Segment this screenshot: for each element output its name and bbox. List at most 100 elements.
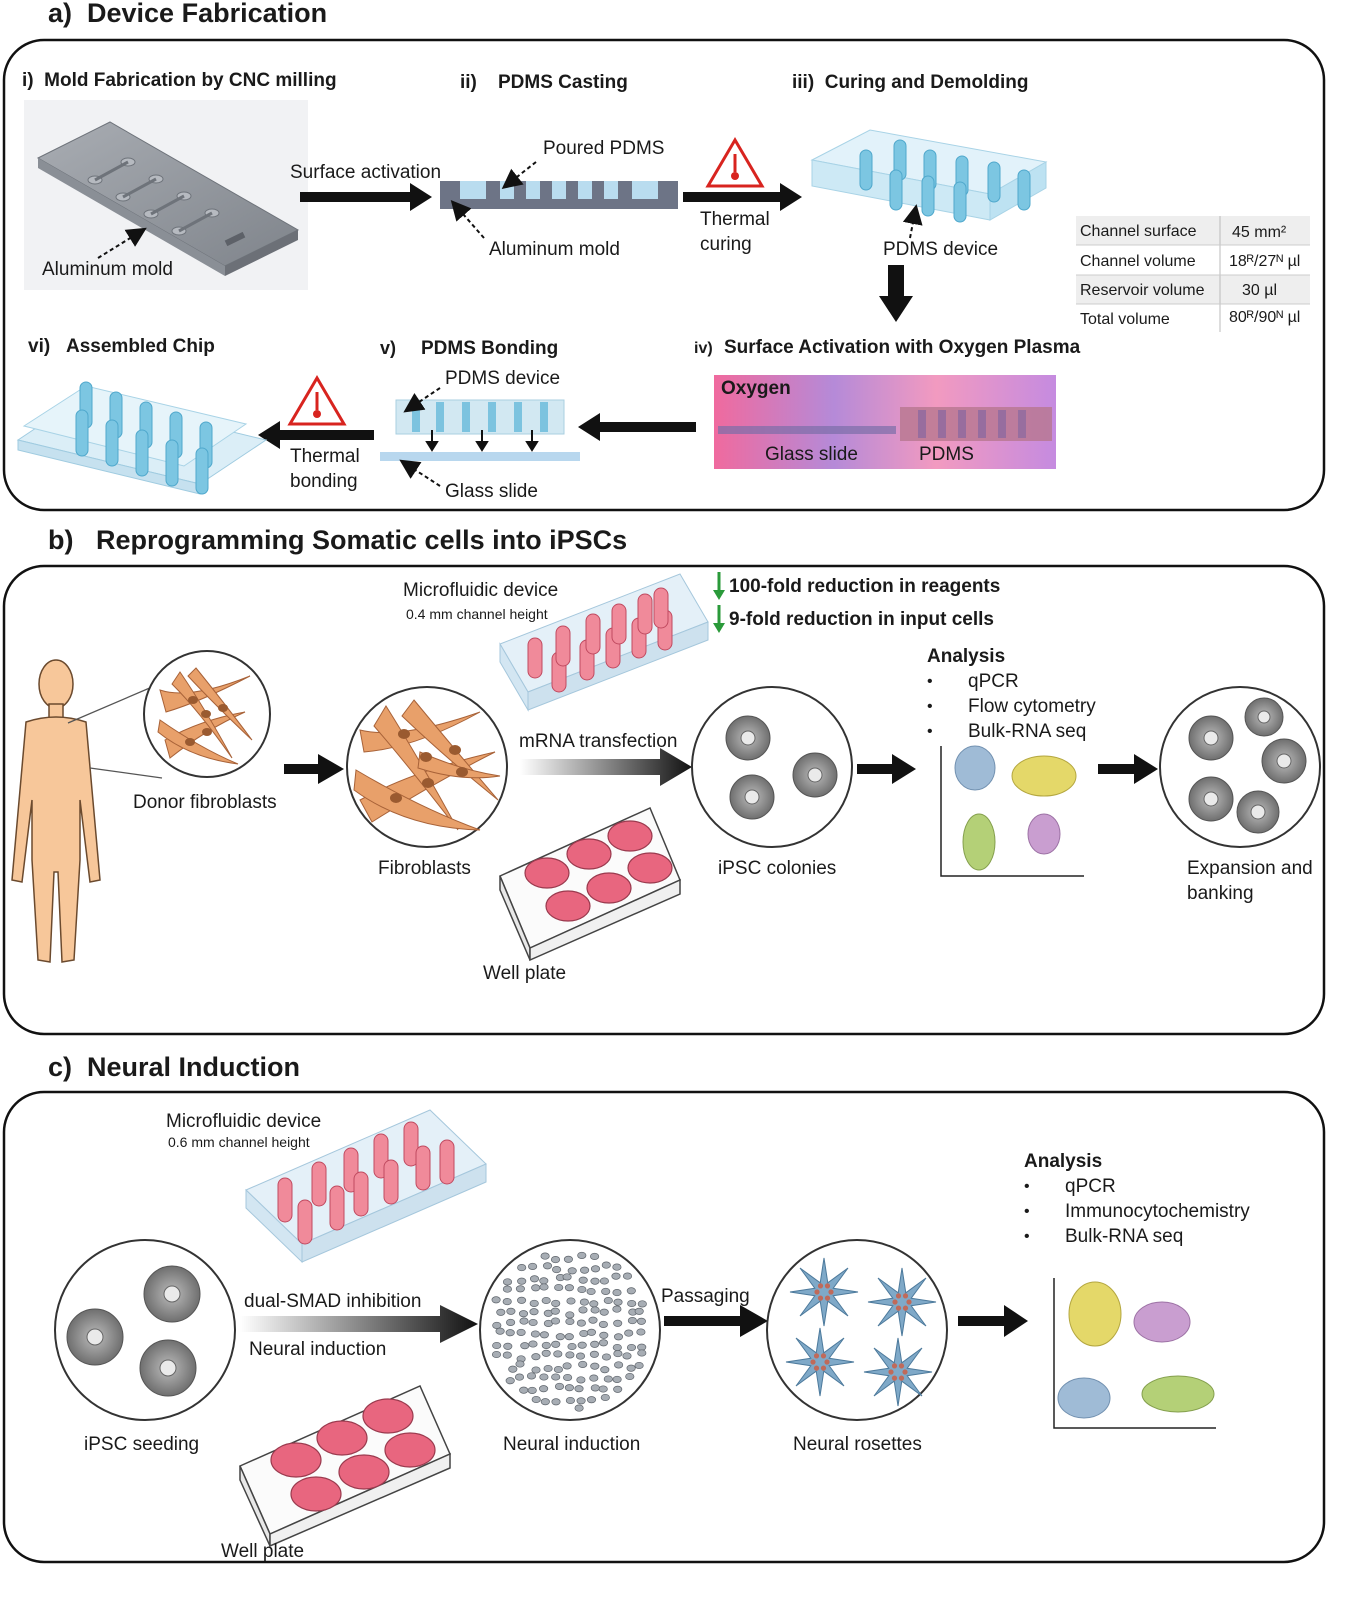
- pdms-device-illustration: [810, 129, 1048, 223]
- panel-a-heading: a) Device Fabrication: [48, 0, 327, 28]
- neural-cell: [565, 1317, 575, 1326]
- neural-cell: [626, 1364, 636, 1372]
- analysis-c-item-1: qPCR: [1065, 1176, 1116, 1197]
- neural-cell: [577, 1341, 587, 1349]
- rosette-nucleus: [820, 1365, 827, 1371]
- neural-cell: [624, 1329, 634, 1337]
- neural-rosette: [789, 1257, 859, 1327]
- bullet: •: [927, 698, 933, 715]
- passaging-label: Passaging: [661, 1286, 750, 1307]
- neural-cell: [531, 1284, 541, 1292]
- table-value-channel-volume: 18ᴿ/27ᴺ µl: [1229, 253, 1300, 270]
- neural-cell: [601, 1287, 611, 1295]
- rosette-nucleus: [898, 1363, 905, 1369]
- neural-cell: [637, 1343, 647, 1351]
- neural-cell: [528, 1262, 538, 1270]
- neural-cell: [590, 1362, 600, 1370]
- panel-b-frame: [2, 564, 1326, 1036]
- neural-cell: [517, 1264, 527, 1272]
- neural-cell: [539, 1277, 549, 1285]
- neural-cell: [502, 1278, 513, 1286]
- neural-cell: [600, 1393, 610, 1402]
- arrow-ii-to-iii: [683, 183, 802, 211]
- bullet: •: [927, 723, 933, 740]
- neural-cell: [519, 1386, 529, 1394]
- table-label-reservoir-volume: Reservoir volume: [1080, 282, 1205, 299]
- neural-cell: [502, 1298, 512, 1306]
- rosette-nucleus: [895, 1305, 902, 1311]
- neural-cell: [598, 1385, 608, 1393]
- neural-cell: [492, 1321, 502, 1329]
- rosette-nucleus: [902, 1305, 909, 1311]
- neural-cell: [627, 1317, 637, 1325]
- neural-cell: [502, 1351, 512, 1359]
- neural-cell: [516, 1328, 526, 1336]
- step-iii-title: iii) Curing and Demolding: [792, 72, 1028, 93]
- aluminum-mold-label-2: Aluminum mold: [489, 239, 620, 260]
- down-arrow-icon: [713, 572, 725, 600]
- pdms-device-label-1: PDMS device: [883, 239, 998, 260]
- surface-activation-label: Surface activation: [290, 162, 441, 183]
- neural-cell: [590, 1340, 600, 1348]
- neural-rosettes-label: Neural rosettes: [793, 1434, 922, 1455]
- bullet: •: [1024, 1203, 1030, 1220]
- neural-cell: [540, 1398, 550, 1406]
- neural-induction-label: Neural induction: [503, 1434, 640, 1455]
- table-label-channel-surface: Channel surface: [1080, 223, 1197, 240]
- neural-cell: [612, 1375, 622, 1383]
- rosette-nucleus: [810, 1359, 816, 1365]
- poured-pdms-label: Poured PDMS: [543, 138, 664, 159]
- neural-cell: [517, 1296, 527, 1304]
- thermal-warning-icon-2: [287, 375, 347, 426]
- neural-cell: [576, 1319, 586, 1327]
- well-plate-label-c: Well plate: [221, 1541, 304, 1562]
- analysis-title-c: Analysis: [1024, 1151, 1102, 1172]
- neural-cell: [531, 1366, 541, 1374]
- rosette-nucleus: [824, 1283, 831, 1289]
- human-donor-figure: [11, 659, 101, 963]
- pdms-device-pointer: [902, 204, 923, 239]
- neural-cell: [589, 1350, 599, 1358]
- neural-cell: [552, 1266, 562, 1274]
- neural-cell: [564, 1333, 574, 1341]
- neural-cell: [566, 1297, 576, 1305]
- reduction-reagents: 100-fold reduction in reagents: [729, 576, 1000, 597]
- neural-cell: [586, 1328, 597, 1336]
- neural-cell: [622, 1272, 633, 1280]
- neural-cell: [601, 1261, 611, 1269]
- neural-cell: [613, 1319, 623, 1327]
- neural-cell: [586, 1396, 597, 1404]
- aluminum-mold-pointer-2: [450, 199, 485, 239]
- neural-cell: [567, 1267, 577, 1275]
- neural-rosette: [867, 1267, 937, 1337]
- neural-cell: [590, 1306, 600, 1314]
- fibroblasts-circle: [346, 686, 508, 848]
- neural-cell: [612, 1289, 622, 1297]
- neural-cell: [614, 1361, 624, 1369]
- neural-cell: [553, 1365, 563, 1374]
- neural-cell: [612, 1343, 622, 1352]
- neural-cell: [541, 1296, 551, 1305]
- step-i-title: i) Mold Fabrication by CNC milling: [22, 70, 337, 91]
- neural-cell: [527, 1386, 537, 1394]
- pdms-bonding-illustration: [380, 399, 580, 461]
- neural-cell: [590, 1277, 600, 1285]
- neural-cell: [565, 1351, 575, 1359]
- fibroblasts-label: Fibroblasts: [378, 858, 471, 879]
- rosette-nucleus: [817, 1295, 824, 1301]
- neural-induction-arrow-label: Neural induction: [249, 1339, 386, 1360]
- neural-cell: [613, 1385, 623, 1393]
- neural-cell: [531, 1395, 541, 1404]
- rosette-nucleus: [898, 1375, 905, 1381]
- neural-cell: [562, 1362, 572, 1370]
- pdms-label: PDMS: [919, 444, 974, 465]
- neural-cell: [492, 1341, 502, 1350]
- neural-cell: [625, 1372, 635, 1381]
- neural-cell: [550, 1317, 561, 1325]
- table-label-total-volume: Total volume: [1080, 311, 1170, 328]
- neural-rosette: [863, 1337, 933, 1407]
- neural-cell: [505, 1329, 515, 1337]
- neural-cell: [529, 1299, 539, 1307]
- arrow-iii-to-iv: [879, 265, 913, 322]
- neural-cell: [518, 1310, 529, 1318]
